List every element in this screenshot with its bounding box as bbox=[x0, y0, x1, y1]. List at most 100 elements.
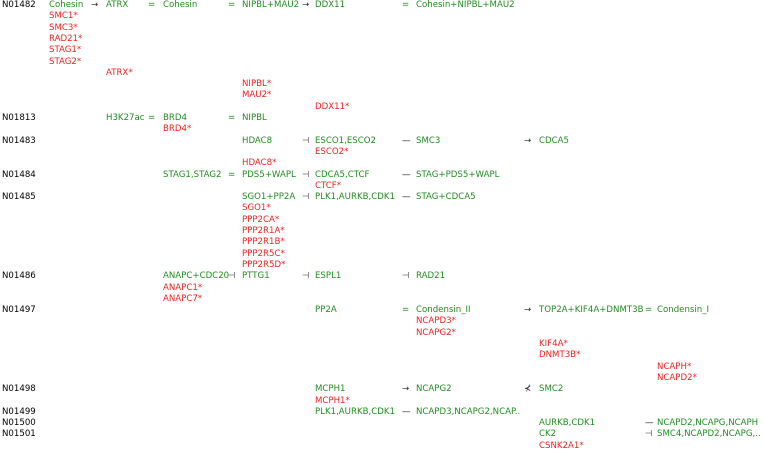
relation-symbol: ⊀ bbox=[524, 384, 532, 395]
relation-symbol: → bbox=[402, 384, 410, 395]
node-label: DDX11 bbox=[315, 0, 346, 10]
variant-label: MAU2* bbox=[242, 90, 272, 101]
variant-label: NIPBL* bbox=[242, 79, 272, 90]
variant-label: ATRX* bbox=[106, 67, 133, 78]
relation-symbol: — bbox=[402, 192, 411, 203]
node-label: SGO1+PP2A bbox=[242, 192, 296, 203]
variant-label: NCAPD2* bbox=[657, 372, 697, 383]
node-label: MCPH1 bbox=[315, 384, 346, 395]
relation-symbol: — bbox=[402, 406, 411, 417]
node-label: CDCA5,CTCF bbox=[315, 169, 370, 180]
inhibition-symbol: ⊣ bbox=[302, 135, 310, 146]
node-label: CK2 bbox=[539, 429, 557, 440]
node-label: SMC3 bbox=[416, 135, 441, 146]
node-label: STAG+CDCA5 bbox=[416, 192, 476, 203]
relation-symbol: → bbox=[302, 0, 310, 10]
node-label: ANAPC+CDC20 bbox=[163, 271, 230, 282]
variant-label: CSNK2A1* bbox=[539, 440, 584, 451]
node-label: NIPBL bbox=[242, 113, 267, 123]
node-label: NCAPG2 bbox=[416, 384, 452, 395]
node-label: BRD4 bbox=[163, 113, 187, 123]
entry-id: N01484 bbox=[2, 169, 36, 180]
relation-symbol: → bbox=[91, 0, 99, 10]
inhibition-symbol: ⊣ bbox=[645, 429, 653, 440]
entry-id: N01485 bbox=[2, 192, 36, 203]
relation-symbol: — bbox=[402, 135, 411, 146]
inhibition-symbol: ⊣ bbox=[302, 169, 310, 180]
variant-label: CTCF* bbox=[315, 180, 341, 191]
node-label: Cohesin bbox=[163, 0, 198, 10]
node-label: PP2A bbox=[315, 305, 337, 316]
node-label: NCAPD2,NCAPG,NCAPH bbox=[657, 418, 759, 429]
entry-id: N01813 bbox=[2, 113, 36, 123]
node-label: CDCA5 bbox=[539, 135, 569, 146]
variant-label: ANAPC1* bbox=[163, 282, 203, 293]
relation-symbol: = bbox=[402, 0, 410, 10]
node-label: AURKB,CDK1 bbox=[539, 418, 596, 429]
relation-symbol: = bbox=[148, 0, 156, 10]
inhibition-symbol: ⊣ bbox=[402, 271, 410, 282]
node-label: PTTG1 bbox=[242, 271, 270, 282]
variant-label: DNMT3B* bbox=[539, 350, 581, 361]
variant-label: SMC3* bbox=[49, 22, 78, 33]
relation-symbol: — bbox=[645, 418, 654, 429]
variant-label: BRD4* bbox=[163, 124, 192, 135]
relation-symbol: — bbox=[402, 169, 411, 180]
relation-symbol: → bbox=[524, 305, 532, 316]
node-label: PLK1,AURKB,CDK1 bbox=[315, 406, 395, 417]
relation-symbol: = bbox=[228, 113, 236, 123]
inhibition-symbol: ⊣ bbox=[302, 271, 310, 282]
relation-symbol: = bbox=[645, 305, 653, 316]
relation-symbol: → bbox=[524, 135, 532, 146]
node-label: TOP2A+KIF4A+DNMT3B bbox=[539, 305, 644, 316]
variant-label: STAG2* bbox=[49, 56, 82, 67]
variant-label: NCAPG2* bbox=[416, 327, 456, 338]
entry-id: N01498 bbox=[2, 384, 36, 395]
inhibition-symbol: ⊣ bbox=[302, 192, 310, 203]
node-label: STAG1,STAG2 bbox=[163, 169, 222, 180]
node-label: Condensin_II bbox=[416, 305, 471, 316]
node-label: ESPL1 bbox=[315, 271, 342, 282]
variant-label: SGO1* bbox=[242, 203, 271, 214]
entry-id: N01483 bbox=[2, 135, 36, 146]
variant-label: PPP2R1A* bbox=[242, 226, 285, 236]
variant-label: NCAPD3* bbox=[416, 316, 456, 327]
node-label: Condensin_I bbox=[657, 305, 710, 316]
variant-label: RAD21* bbox=[49, 33, 83, 44]
variant-label: PPP2R5C* bbox=[242, 248, 285, 259]
entry-id: N01482 bbox=[2, 0, 36, 10]
node-label: Cohesin bbox=[49, 0, 84, 10]
variant-label: NCAPH* bbox=[657, 361, 692, 372]
relation-symbol: = bbox=[228, 169, 236, 180]
relation-symbol: = bbox=[228, 0, 236, 10]
node-label: H3K27ac bbox=[106, 113, 145, 123]
node-label: PLK1,AURKB,CDK1 bbox=[315, 192, 395, 203]
entry-id: N01499 bbox=[2, 406, 36, 417]
variant-label: HDAC8* bbox=[242, 158, 277, 169]
relation-symbol: = bbox=[402, 305, 410, 316]
entry-id: N01500 bbox=[2, 418, 36, 429]
variant-label: ANAPC7* bbox=[163, 293, 203, 304]
node-label: Cohesin+NIPBL+MAU2 bbox=[416, 0, 515, 10]
node-label: PDS5+WAPL bbox=[242, 169, 296, 180]
node-label: RAD21 bbox=[416, 271, 446, 282]
entry-id: N01497 bbox=[2, 305, 36, 316]
variant-label: STAG1* bbox=[49, 45, 82, 56]
variant-label: PPP2R1B* bbox=[242, 237, 285, 248]
node-label: SMC2 bbox=[539, 384, 564, 395]
node-label: NIPBL+MAU2 bbox=[242, 0, 300, 10]
variant-label: SMC1* bbox=[49, 11, 78, 22]
node-label: NCAPD3,NCAPG2,NCAP.. bbox=[416, 406, 521, 417]
variant-label: ESCO2* bbox=[315, 146, 349, 157]
node-label: STAG+PDS5+WAPL bbox=[416, 169, 500, 180]
variant-label: MCPH1* bbox=[315, 395, 350, 406]
node-label: HDAC8 bbox=[242, 135, 273, 146]
entry-id: N01486 bbox=[2, 271, 36, 282]
relation-symbol: = bbox=[148, 113, 156, 123]
variant-label: KIF4A* bbox=[539, 339, 568, 349]
variant-label: PPP2R5D* bbox=[242, 259, 286, 270]
entry-id: N01501 bbox=[2, 429, 36, 440]
node-label: SMC4,NCAPD2,NCAPG,.. bbox=[657, 429, 761, 440]
node-label: ATRX bbox=[106, 0, 129, 10]
